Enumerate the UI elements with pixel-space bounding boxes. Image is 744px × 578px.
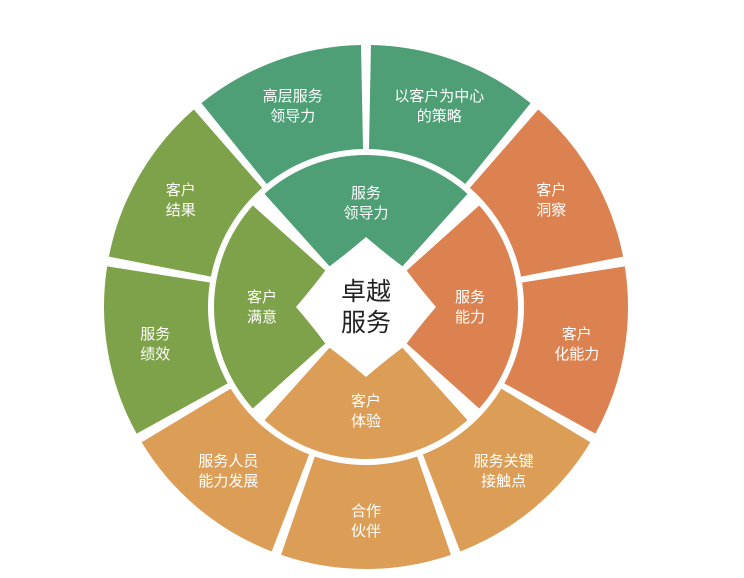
outer-segment-partners [281, 456, 451, 570]
outer-label-customer-insight-line-2: 洞察 [536, 201, 566, 219]
outer-label-customer-results-line-1: 客户 [166, 181, 196, 199]
inner-label-service-leadership-line-1: 服务 [351, 184, 381, 202]
outer-segment-customer-results [108, 109, 263, 277]
inner-segment-customer-experience [264, 307, 468, 459]
inner-label-customer-experience-line-2: 体验 [351, 412, 381, 430]
center-hub: 卓越 服务 [296, 237, 436, 377]
outer-ring: 以客户为中心的策略客户洞察客户化能力服务关键接触点合作伙伴服务人员能力发展服务绩… [103, 45, 629, 570]
outer-label-service-touchpoints-line-2: 接触点 [481, 472, 526, 490]
inner-label-service-leadership-line-2: 领导力 [343, 204, 388, 222]
outer-label-partners-line-1: 合作 [351, 502, 381, 520]
outer-label-executive-leadership-line-2: 领导力 [270, 107, 315, 125]
outer-segment-customer-insight [469, 109, 624, 277]
outer-segment-service-performance [103, 266, 228, 434]
inner-label-customer-satisfaction-line-1: 客户 [247, 288, 277, 306]
inner-label-service-capability-line-1: 服务 [455, 288, 485, 306]
outer-label-customer-centric-strategy-line-1: 以客户为中心 [394, 87, 484, 105]
outer-label-staff-development-line-2: 能力发展 [198, 472, 258, 490]
outer-segment-customer-enablement [504, 266, 629, 434]
inner-label-customer-experience-line-1: 客户 [351, 392, 381, 410]
outer-label-partners-line-2: 伙伴 [351, 522, 381, 540]
center-line-1: 卓越 [341, 277, 391, 306]
outer-label-service-performance-line-2: 绩效 [140, 345, 170, 363]
outer-label-customer-results-line-2: 结果 [166, 201, 196, 219]
inner-segment-service-capability [366, 205, 518, 409]
outer-label-customer-insight-line-1: 客户 [536, 181, 566, 199]
outer-segment-staff-development [141, 388, 310, 552]
outer-label-service-performance-line-1: 服务 [140, 325, 170, 343]
outer-label-executive-leadership-line-1: 高层服务 [263, 87, 323, 105]
inner-segment-service-leadership [264, 155, 468, 307]
outer-segment-service-touchpoints [422, 388, 591, 552]
outer-segment-customer-centric-strategy [369, 45, 531, 185]
inner-label-customer-satisfaction-line-2: 满意 [247, 308, 277, 326]
center-line-2: 服务 [341, 308, 391, 337]
outer-label-customer-centric-strategy-line-2: 的策略 [417, 107, 462, 125]
outer-segment-executive-leadership [201, 45, 363, 185]
outer-label-staff-development-line-1: 服务人员 [198, 452, 258, 470]
center-star [296, 237, 436, 377]
outer-label-customer-enablement-line-2: 化能力 [554, 345, 599, 363]
inner-segment-customer-satisfaction [214, 205, 366, 409]
inner-label-service-capability-line-2: 能力 [455, 308, 485, 326]
outer-label-customer-enablement-line-1: 客户 [562, 325, 592, 343]
outer-label-service-touchpoints-line-1: 服务关键 [474, 452, 534, 470]
